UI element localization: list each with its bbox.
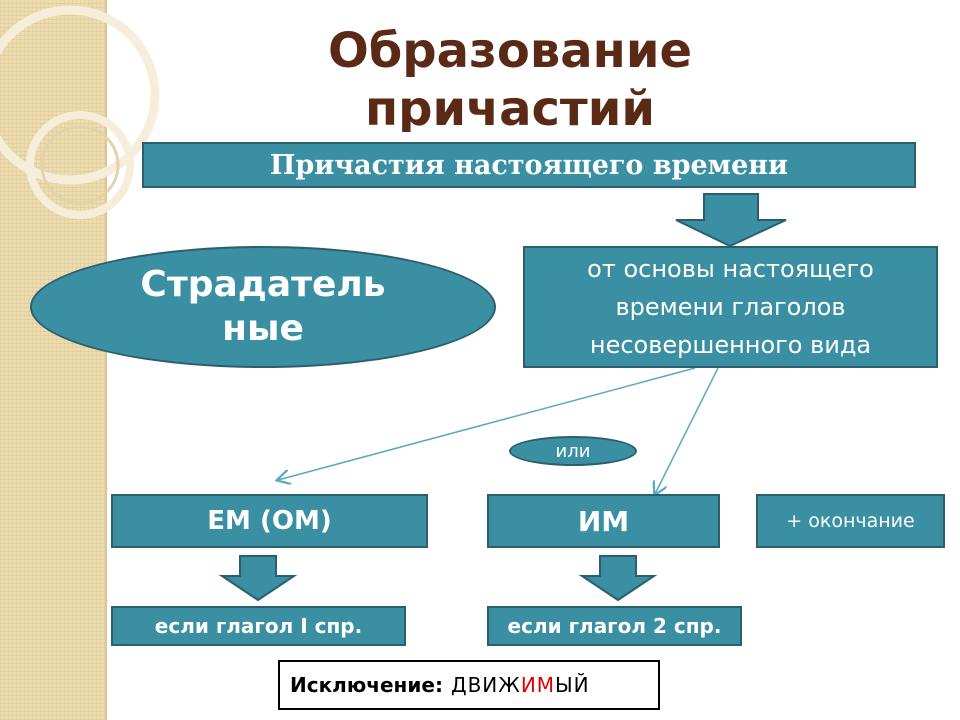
- basis-box-text: от основы настоящего времени глаголов не…: [587, 255, 874, 359]
- condition-left-text: если глагол I спр.: [154, 614, 363, 638]
- decorative-ring: [40, 125, 120, 205]
- down-arrow-icon: [578, 555, 658, 602]
- exception-word-end: ый: [555, 673, 590, 697]
- or-label-ellipse: или: [509, 436, 637, 466]
- suffix-right-text: ИМ: [577, 504, 630, 538]
- condition-left-box: если глагол I спр.: [111, 606, 406, 646]
- suffix-right-box: ИМ: [487, 494, 720, 548]
- down-arrow-icon: [675, 193, 787, 248]
- ending-box-text: + окончание: [786, 510, 915, 532]
- condition-right-box: если глагол 2 спр.: [487, 606, 742, 646]
- condition-right-text: если глагол 2 спр.: [507, 614, 722, 638]
- connector-arrow: [278, 367, 696, 480]
- exception-word-start: движ: [450, 673, 521, 697]
- header-box: Причастия настоящего времени: [142, 142, 916, 188]
- suffix-left-box: ЕМ (ОМ): [111, 494, 428, 548]
- page-title: Образование причастий: [327, 23, 693, 132]
- participle-type-text: Страдатель ные: [140, 264, 386, 349]
- connector-arrow: [655, 367, 719, 494]
- participle-type-ellipse: Страдатель ные: [30, 246, 496, 368]
- ending-box: + окончание: [756, 494, 945, 548]
- or-label-text: или: [555, 440, 591, 462]
- decorative-ring: [26, 111, 134, 219]
- basis-box: от основы настоящего времени глаголов не…: [523, 246, 938, 368]
- exception-word: движимый: [451, 673, 590, 697]
- down-arrow-icon: [218, 555, 298, 602]
- decorative-ring: [0, 5, 160, 185]
- exception-box: Исключение: движимый: [278, 660, 660, 710]
- exception-word-highlight: им: [520, 673, 556, 697]
- suffix-left-text: ЕМ (ОМ): [207, 506, 332, 536]
- header-box-text: Причастия настоящего времени: [269, 149, 789, 181]
- exception-label: Исключение:: [290, 673, 443, 697]
